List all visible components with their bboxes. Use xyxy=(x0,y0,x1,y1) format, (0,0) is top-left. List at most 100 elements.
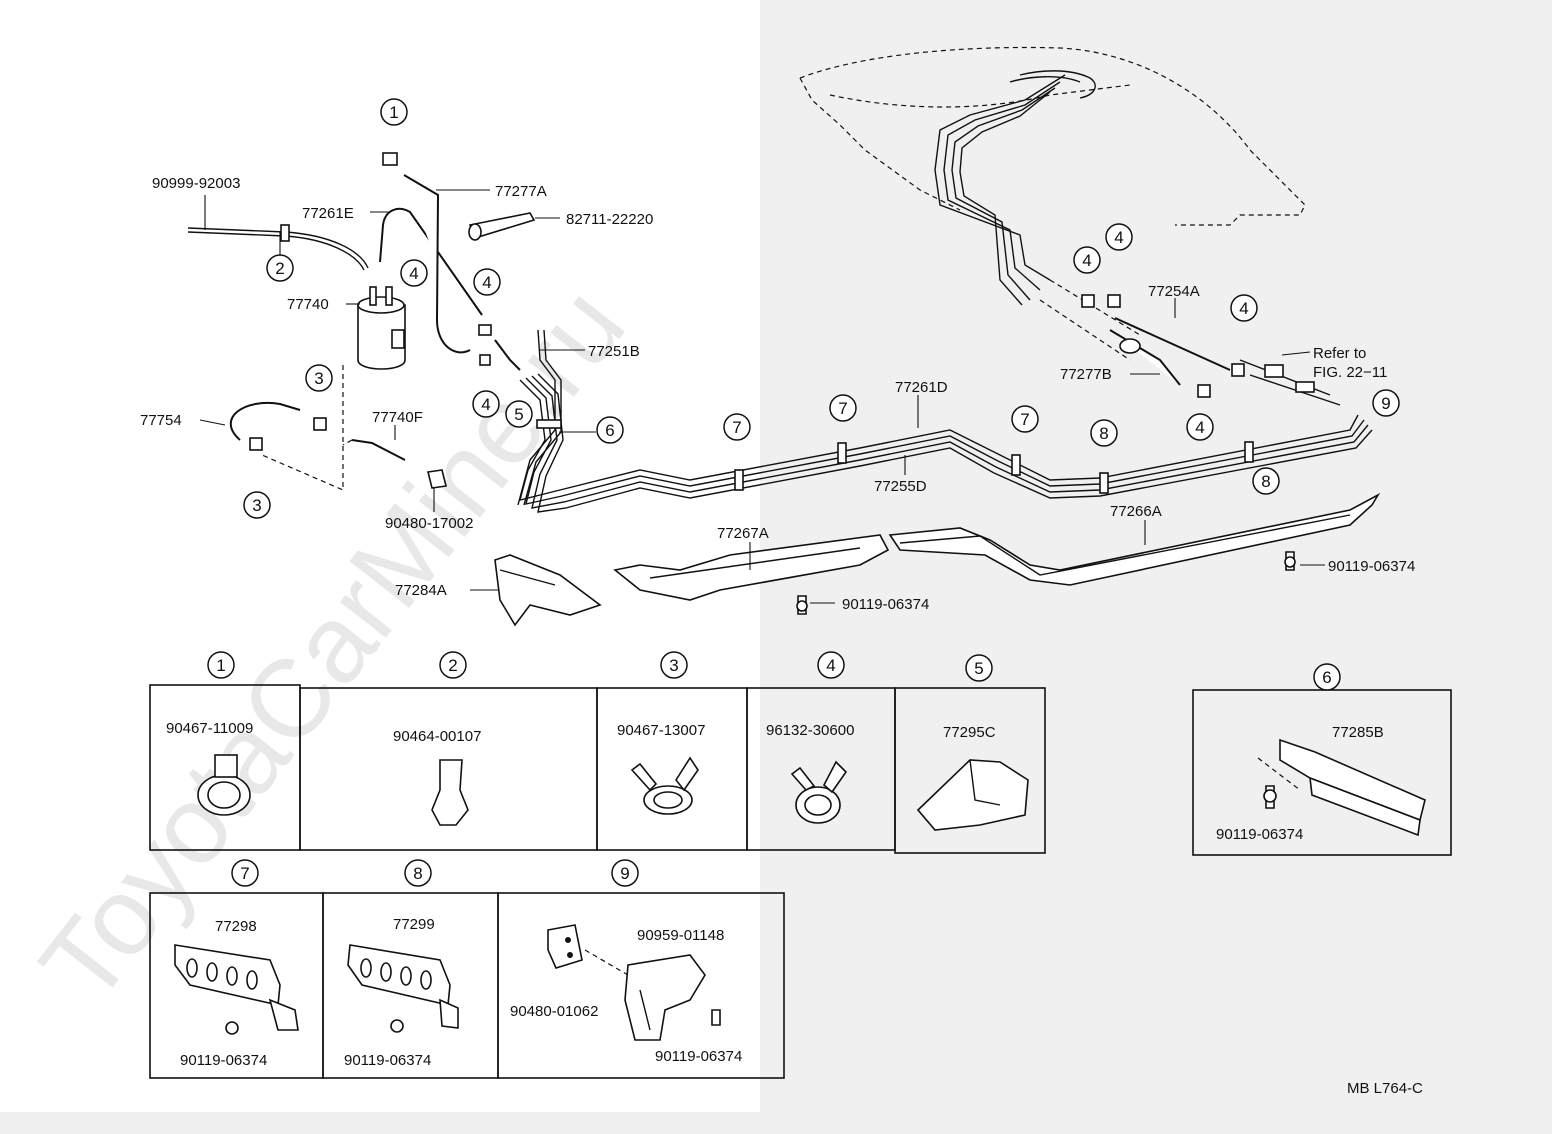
detail-box-8: 8 77299 90119-06374 xyxy=(322,859,499,1079)
svg-text:3: 3 xyxy=(669,656,678,675)
label-77740F: 77740F xyxy=(372,409,423,426)
label-77261E: 77261E xyxy=(302,205,354,222)
tube-77251B xyxy=(494,329,562,506)
detail-box-1: 1 90467-11009 xyxy=(149,651,301,851)
svg-text:4: 4 xyxy=(1195,418,1204,437)
label-77277B: 77277B xyxy=(1060,366,1112,383)
svg-text:2: 2 xyxy=(448,656,457,675)
svg-text:8: 8 xyxy=(1261,472,1270,491)
label-90999-92003: 90999-92003 xyxy=(152,175,240,192)
leader-lines xyxy=(199,189,1325,604)
svg-text:90119-06374: 90119-06374 xyxy=(180,1052,267,1069)
fuel-tank-outline xyxy=(799,46,1306,226)
tank-fuel-tubes xyxy=(934,74,1141,361)
grommet-90480-17002 xyxy=(427,469,447,489)
svg-text:4: 4 xyxy=(1082,251,1091,270)
label-77277A: 77277A xyxy=(495,183,547,200)
svg-text:9: 9 xyxy=(1381,394,1390,413)
callout-4-lower: 4 xyxy=(472,390,500,418)
main-fuel-lines xyxy=(519,373,1373,513)
label-77255D: 77255D xyxy=(874,478,927,495)
label-90119-06374-a: 90119-06374 xyxy=(842,596,929,613)
vent-tube-90999 xyxy=(187,224,369,271)
svg-text:4: 4 xyxy=(826,656,835,675)
svg-text:7: 7 xyxy=(732,418,741,437)
svg-text:77295C: 77295C xyxy=(943,724,996,741)
label-90119-06374-b: 90119-06374 xyxy=(1328,558,1415,575)
detail-box-2: 2 90464-00107 xyxy=(299,651,598,851)
hose-82711 xyxy=(468,212,536,241)
callout-4-tank-a: 4 xyxy=(1073,246,1101,274)
svg-text:5: 5 xyxy=(974,659,983,678)
svg-text:90467-11009: 90467-11009 xyxy=(166,720,253,737)
svg-text:5: 5 xyxy=(514,405,523,424)
bracket-77284A xyxy=(494,554,602,627)
svg-text:4: 4 xyxy=(1239,299,1248,318)
label-77754: 77754 xyxy=(140,412,182,429)
callout-8-b: 8 xyxy=(1252,467,1280,495)
label-77251B: 77251B xyxy=(588,343,640,360)
dashed-leaders-top-left xyxy=(261,365,353,491)
svg-text:77298: 77298 xyxy=(215,918,257,935)
label-77284A: 77284A xyxy=(395,582,447,599)
svg-text:77285B: 77285B xyxy=(1332,724,1384,741)
label-77254A: 77254A xyxy=(1148,283,1200,300)
label-77261D: 77261D xyxy=(895,379,948,396)
callout-2-top: 2 xyxy=(266,254,294,282)
callout-8-a: 8 xyxy=(1090,419,1118,447)
label-77267A: 77267A xyxy=(717,525,769,542)
svg-text:9: 9 xyxy=(620,864,629,883)
callout-4-tank-b: 4 xyxy=(1105,223,1133,251)
detail-box-4: 4 96132-30600 xyxy=(746,651,896,851)
svg-text:1: 1 xyxy=(389,103,398,122)
svg-text:90119-06374: 90119-06374 xyxy=(344,1052,431,1069)
svg-text:90467-13007: 90467-13007 xyxy=(617,722,705,739)
svg-text:4: 4 xyxy=(481,395,490,414)
svg-text:3: 3 xyxy=(314,369,323,388)
label-90480-17002: 90480-17002 xyxy=(385,515,473,532)
svg-text:96132-30600: 96132-30600 xyxy=(766,722,854,739)
line-clips xyxy=(536,419,1254,494)
callout-6: 6 xyxy=(596,416,624,444)
callout-4-canister: 4 xyxy=(400,259,428,287)
callout-7-b: 7 xyxy=(829,394,857,422)
callout-7-c: 7 xyxy=(1011,405,1039,433)
svg-text:77299: 77299 xyxy=(393,916,435,933)
tank-side-hoses xyxy=(1081,294,1341,406)
protector-77267A xyxy=(613,534,890,601)
svg-text:90119-06374: 90119-06374 xyxy=(1216,826,1303,843)
reference-note-line2: FIG. 22−11 xyxy=(1313,364,1387,381)
charcoal-canister-77740 xyxy=(357,286,406,370)
detail-box-5: 5 77295C xyxy=(894,654,1046,854)
svg-text:7: 7 xyxy=(240,864,249,883)
reference-note-line1: Refer to xyxy=(1313,345,1366,362)
hose-77261E xyxy=(379,207,483,316)
svg-text:2: 2 xyxy=(275,259,284,278)
callout-1-top: 1 xyxy=(380,98,408,126)
callout-5: 5 xyxy=(505,400,533,428)
detail-box-9: 9 90959-01148 90480-01062 90119-06374 xyxy=(497,859,785,1079)
svg-text:7: 7 xyxy=(1020,410,1029,429)
detail-box-6: 6 77285B 90119-06374 xyxy=(1192,663,1452,856)
svg-text:1: 1 xyxy=(216,656,225,675)
callout-3-b: 3 xyxy=(243,491,271,519)
svg-text:3: 3 xyxy=(252,496,261,515)
drawing-code: MB L764-C xyxy=(1347,1080,1423,1097)
svg-text:8: 8 xyxy=(413,864,422,883)
svg-text:8: 8 xyxy=(1099,424,1108,443)
svg-text:90480-01062: 90480-01062 xyxy=(510,1003,598,1020)
label-77740: 77740 xyxy=(287,296,329,313)
svg-text:7: 7 xyxy=(838,399,847,418)
tube-77740F xyxy=(351,439,406,461)
callout-4-hose: 4 xyxy=(473,268,501,296)
svg-text:4: 4 xyxy=(482,273,491,292)
svg-text:90959-01148: 90959-01148 xyxy=(637,927,724,944)
hose-77277A xyxy=(403,174,471,354)
protector-77266A xyxy=(888,492,1381,586)
detail-box-3: 3 90467-13007 xyxy=(596,651,748,851)
callout-7-a: 7 xyxy=(723,413,751,441)
svg-text:90119-06374: 90119-06374 xyxy=(655,1048,742,1065)
detail-box-7: 7 77298 90119-06374 xyxy=(149,859,324,1079)
